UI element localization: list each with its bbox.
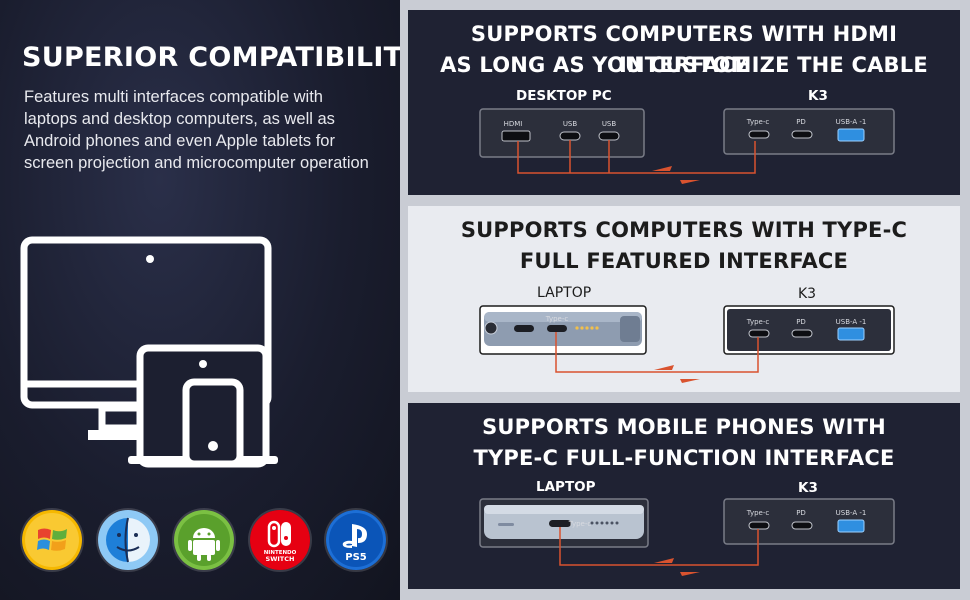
direction-arrows	[654, 558, 700, 576]
source-device-label: LAPTOP	[537, 285, 592, 301]
audio-jack-icon	[484, 321, 498, 335]
devices-illustration	[20, 236, 278, 468]
page-title: SUPERIOR COMPATIBILITIES	[22, 42, 452, 73]
port-label-type-c: Type-c	[746, 509, 770, 517]
compatibility-description: Features multi interfaces compatible wit…	[24, 88, 369, 172]
target-device-label: K3	[808, 88, 828, 104]
switch-text-bottom: SWITCH	[266, 555, 295, 563]
panel-title-line2: AS LONG AS YOU CUSTOMIZE THE CABLE	[440, 53, 928, 77]
connection-diagram: HDMI USB USB Type-c PD USB-A -1	[479, 108, 895, 184]
mobile-phone-panel: SUPPORTS MOBILE PHONES WITH TYPE-C FULL-…	[408, 403, 960, 589]
panel-title-line1: SUPPORTS MOBILE PHONES WITH	[482, 415, 886, 439]
port-label-type-c: Type-c	[746, 118, 770, 126]
port-label-type-c: Type-c	[568, 520, 592, 528]
type-c-port-icon	[748, 521, 770, 530]
port-label-type-c: Type-c	[545, 315, 569, 323]
speaker-grille-icon	[590, 521, 619, 525]
source-device-label: DESKTOP PC	[516, 88, 612, 104]
type-c-port-icon	[547, 325, 567, 332]
port-label-hdmi: HDMI	[504, 120, 523, 128]
pogo-pins-icon	[575, 326, 599, 330]
cable-lines	[555, 332, 759, 373]
pd-port-icon	[791, 521, 813, 530]
type-c-port-icon	[748, 130, 770, 139]
port-label-type-c: Type-c	[746, 318, 770, 326]
type-c-port-icon	[549, 520, 571, 527]
usb-a-port-icon	[837, 327, 865, 341]
sim-tray-icon	[498, 523, 514, 526]
ps5-icon: PS5	[326, 510, 386, 570]
connection-diagram: Type-c Type-c PD USB-A -1	[479, 305, 895, 383]
hdmi-panel: SUPPORTS COMPUTERS WITH HDMI INTERFACE A…	[408, 10, 960, 195]
panel-title-line2: FULL FEATURED INTERFACE	[519, 249, 849, 273]
usb-port-icon	[598, 131, 620, 141]
panel-title-line1: SUPPORTS COMPUTERS WITH HDMI INTERFACE	[470, 22, 898, 77]
phone-icon	[182, 378, 244, 468]
panel-title-line2: TYPE-C FULL-FUNCTION INTERFACE	[473, 446, 895, 470]
panel-title-line1: SUPPORTS COMPUTERS WITH TYPE-C	[460, 218, 908, 242]
cable-lines	[517, 140, 756, 174]
type-c-port-icon	[748, 329, 770, 338]
type-c-computer-panel: SUPPORTS COMPUTERS WITH TYPE-C FULL FEAT…	[408, 206, 960, 392]
connection-diagram: Type-c Type-c PD USB-A -1	[479, 498, 895, 576]
interfaces-column: SUPPORTS COMPUTERS WITH HDMI INTERFACE A…	[408, 0, 970, 600]
ps5-text: PS5	[345, 552, 367, 563]
k3-hub-box	[723, 498, 895, 545]
finder-icon	[98, 510, 158, 570]
usb-c-port-icon	[514, 325, 534, 332]
direction-arrows	[652, 166, 700, 184]
port-label-usb: USB	[563, 120, 578, 128]
compatibility-panel: SUPERIOR COMPATIBILITIES Features multi …	[0, 0, 451, 600]
source-device-label: LAPTOP	[536, 479, 596, 495]
usb-port-icon	[559, 131, 581, 141]
switch-text-top: NINTENDO	[264, 550, 297, 556]
os-icon-row: NINTENDO SWITCH PS5	[22, 510, 386, 570]
hdmi-port-icon	[501, 130, 531, 142]
usb-a-port-icon	[837, 519, 865, 533]
windows-icon	[22, 510, 82, 570]
port-label-usb-a: USB-A -1	[836, 118, 867, 126]
nintendo-switch-icon: NINTENDO SWITCH	[250, 510, 310, 570]
port-label-usb-a: USB-A -1	[836, 318, 867, 326]
column-divider	[400, 0, 408, 600]
port-label-pd: PD	[796, 118, 806, 126]
direction-arrows	[654, 365, 700, 383]
port-label-usb: USB	[602, 120, 617, 128]
port-label-pd: PD	[796, 318, 806, 326]
usb-a-port-icon	[837, 128, 865, 142]
pd-port-icon	[791, 130, 813, 139]
target-device-label: K3	[798, 286, 817, 302]
port-label-usb-a: USB-A -1	[836, 509, 867, 517]
pd-port-icon	[791, 329, 813, 338]
target-device-label: K3	[798, 480, 818, 496]
cable-lines	[559, 527, 759, 566]
port-label-pd: PD	[796, 509, 806, 517]
android-icon	[174, 510, 234, 570]
